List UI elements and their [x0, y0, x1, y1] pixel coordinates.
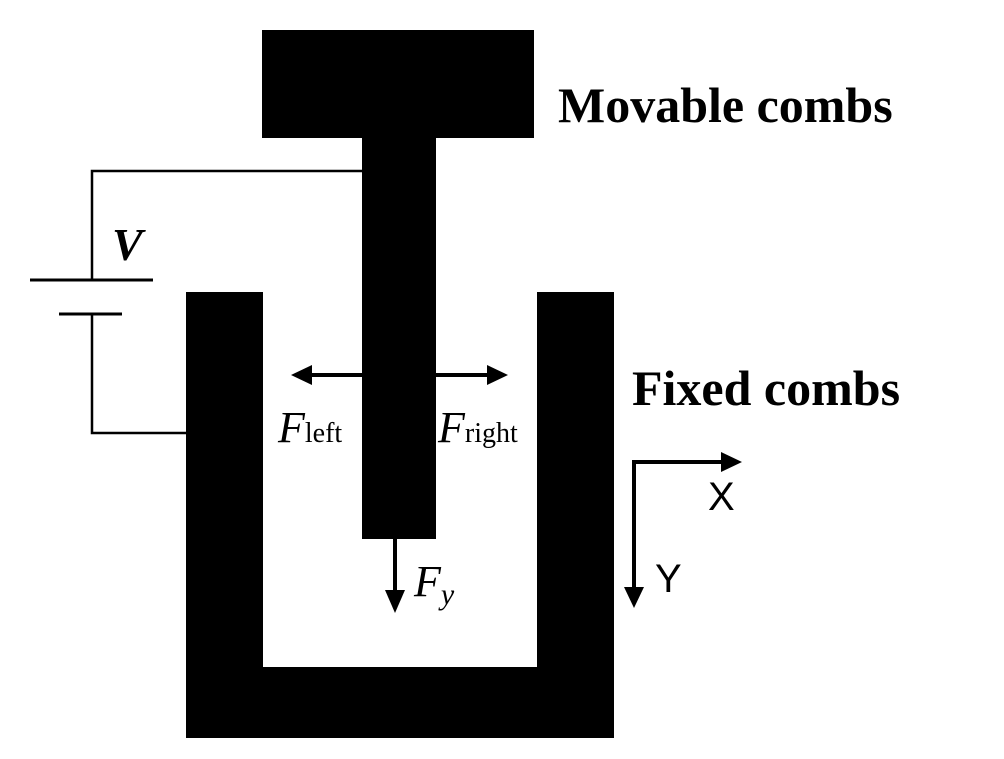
x-axis-arrowhead: [721, 452, 742, 472]
movable-comb-anchor-block: [262, 30, 534, 138]
fixed-comb-left-wall: [186, 292, 263, 738]
fixed-comb-right-wall: [537, 292, 614, 738]
y-axis-arrowhead: [624, 587, 644, 608]
movable-comb: [262, 30, 534, 539]
wire-top: [90, 169, 362, 280]
f-left-label: Fleft: [277, 403, 342, 452]
coordinate-axes: [624, 452, 742, 608]
x-axis-label: X: [708, 475, 735, 519]
arrowhead-right: [487, 365, 508, 385]
y-axis-label: Y: [655, 557, 682, 601]
arrowhead-left: [291, 365, 312, 385]
voltage-circuit: [30, 169, 362, 435]
wire-bottom: [90, 314, 186, 435]
movable-comb-finger: [362, 137, 436, 539]
fixed-comb: [186, 292, 614, 738]
movable-combs-label: Movable combs: [558, 77, 893, 133]
lateral-force-arrow: [291, 365, 508, 385]
fixed-comb-base: [186, 667, 614, 738]
f-right-label: Fright: [437, 403, 518, 452]
fy-label: Fy: [413, 557, 455, 611]
fy-force-arrow: [385, 539, 405, 613]
arrowhead-down: [385, 590, 405, 613]
voltage-label: V: [112, 219, 146, 270]
fixed-combs-label: Fixed combs: [632, 360, 900, 416]
